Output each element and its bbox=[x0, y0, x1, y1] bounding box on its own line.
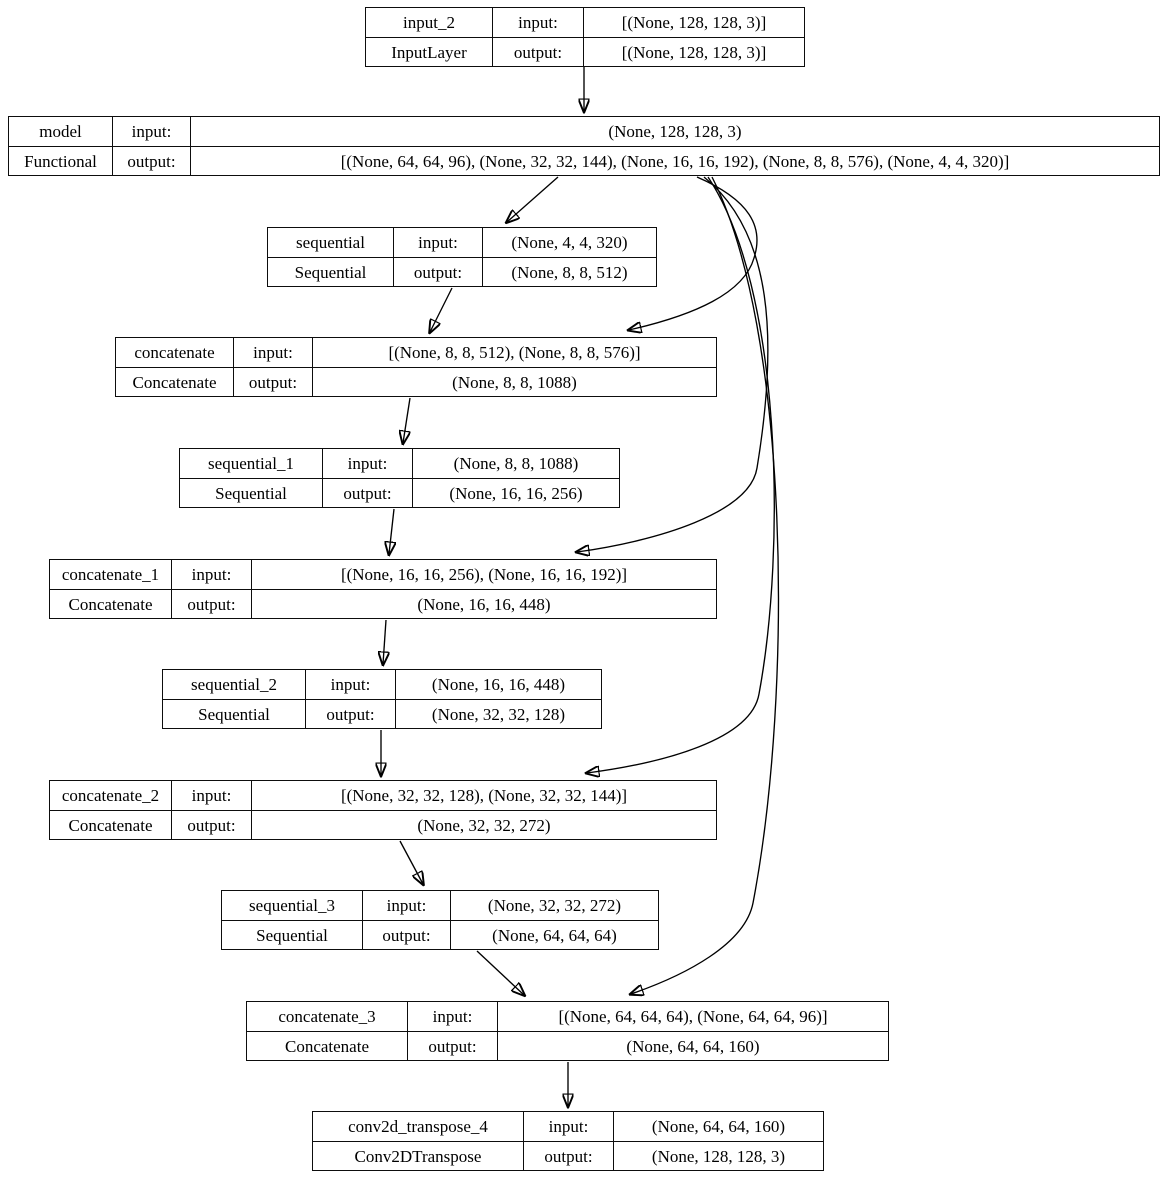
output-label: output: bbox=[234, 367, 313, 396]
input-label: input: bbox=[493, 8, 584, 37]
layer-name: sequential_2 bbox=[163, 670, 306, 699]
layer-class: Concatenate bbox=[116, 367, 234, 396]
input-shape: [(None, 32, 32, 128), (None, 32, 32, 144… bbox=[340, 786, 628, 805]
output-label: output: bbox=[363, 920, 451, 949]
layer-name: conv2d_transpose_4 bbox=[313, 1112, 524, 1141]
input-shape: (None, 4, 4, 320) bbox=[511, 233, 628, 252]
layer-name: input_2 bbox=[366, 8, 493, 37]
layer-name: concatenate_3 bbox=[247, 1002, 408, 1031]
input-label: input: bbox=[306, 670, 396, 699]
node-concatenate_1: concatenate_1 input: [(None, 16, 16, 256… bbox=[49, 559, 717, 619]
node-conv2d_transpose_4: conv2d_transpose_4 input: (None, 64, 64,… bbox=[312, 1111, 824, 1171]
layer-name: concatenate_1 bbox=[50, 560, 172, 589]
edge-model-to-sequential bbox=[507, 176, 559, 222]
output-shape: [(None, 64, 64, 96), (None, 32, 32, 144)… bbox=[191, 146, 1159, 175]
edge-sequential_3-to-concatenate_3 bbox=[476, 950, 524, 995]
output-shape: (None, 64, 64, 160) bbox=[498, 1031, 888, 1060]
input-label: input: bbox=[524, 1112, 614, 1141]
node-sequential: sequential input: (None, 4, 4, 320) Sequ… bbox=[267, 227, 657, 287]
node-sequential_2: sequential_2 input: (None, 16, 16, 448) … bbox=[162, 669, 602, 729]
output-shape: (None, 32, 32, 128) bbox=[396, 699, 601, 728]
output-shape: (None, 16, 16, 448) bbox=[252, 589, 716, 618]
output-label: output: bbox=[306, 699, 396, 728]
node-sequential_1: sequential_1 input: (None, 8, 8, 1088) S… bbox=[179, 448, 620, 508]
output-shape: (None, 8, 8, 1088) bbox=[313, 367, 716, 396]
output-label: output: bbox=[394, 257, 483, 286]
output-shape: (None, 8, 8, 512) bbox=[483, 257, 656, 286]
output-shape: (None, 16, 16, 256) bbox=[413, 478, 619, 507]
input-shape: [(None, 64, 64, 64), (None, 64, 64, 96)] bbox=[558, 1007, 828, 1026]
edge-sequential-to-concatenate bbox=[430, 287, 453, 332]
output-label: output: bbox=[408, 1031, 498, 1060]
layer-class: Concatenate bbox=[50, 589, 172, 618]
input-shape: [(None, 16, 16, 256), (None, 16, 16, 192… bbox=[340, 565, 628, 584]
input-shape: (None, 16, 16, 448) bbox=[431, 675, 566, 694]
output-shape: (None, 64, 64, 64) bbox=[451, 920, 658, 949]
input-label: input: bbox=[323, 449, 413, 478]
input-label: input: bbox=[113, 117, 191, 146]
layer-name: concatenate bbox=[116, 338, 234, 367]
node-sequential_3: sequential_3 input: (None, 32, 32, 272) … bbox=[221, 890, 659, 950]
layer-class: Concatenate bbox=[50, 810, 172, 839]
output-shape: (None, 32, 32, 272) bbox=[252, 810, 716, 839]
layer-name: concatenate_2 bbox=[50, 781, 172, 810]
input-label: input: bbox=[234, 338, 313, 367]
layer-class: Concatenate bbox=[247, 1031, 408, 1060]
input-shape: (None, 8, 8, 1088) bbox=[453, 454, 579, 473]
layer-name: model bbox=[9, 117, 113, 146]
edge-concatenate-to-sequential_1 bbox=[403, 397, 411, 443]
node-concatenate: concatenate input: [(None, 8, 8, 512), (… bbox=[115, 337, 717, 397]
input-label: input: bbox=[172, 781, 252, 810]
node-concatenate_2: concatenate_2 input: [(None, 32, 32, 128… bbox=[49, 780, 717, 840]
output-label: output: bbox=[172, 589, 252, 618]
layer-class: Sequential bbox=[163, 699, 306, 728]
input-shape: [(None, 128, 128, 3)] bbox=[621, 13, 767, 32]
input-label: input: bbox=[363, 891, 451, 920]
output-label: output: bbox=[524, 1141, 614, 1170]
layer-class: InputLayer bbox=[366, 37, 493, 66]
layer-name: sequential bbox=[268, 228, 394, 257]
input-label: input: bbox=[408, 1002, 498, 1031]
layer-name: sequential_3 bbox=[222, 891, 363, 920]
input-shape: (None, 128, 128, 3) bbox=[608, 122, 742, 141]
input-shape: (None, 32, 32, 272) bbox=[487, 896, 622, 915]
input-shape: (None, 64, 64, 160) bbox=[651, 1117, 786, 1136]
edge-sequential_1-to-concatenate_1 bbox=[389, 508, 394, 554]
input-label: input: bbox=[172, 560, 252, 589]
output-shape: [(None, 128, 128, 3)] bbox=[584, 37, 804, 66]
output-label: output: bbox=[113, 146, 191, 175]
output-label: output: bbox=[172, 810, 252, 839]
layer-class: Functional bbox=[9, 146, 113, 175]
layer-class: Sequential bbox=[222, 920, 363, 949]
output-label: output: bbox=[323, 478, 413, 507]
layer-name: sequential_1 bbox=[180, 449, 323, 478]
input-shape: [(None, 8, 8, 512), (None, 8, 8, 576)] bbox=[388, 343, 641, 362]
edge-concatenate_2-to-sequential_3 bbox=[399, 840, 423, 884]
output-shape: (None, 128, 128, 3) bbox=[614, 1141, 823, 1170]
layer-class: Sequential bbox=[268, 257, 394, 286]
node-concatenate_3: concatenate_3 input: [(None, 64, 64, 64)… bbox=[246, 1001, 889, 1061]
node-model: model input: (None, 128, 128, 3) Functio… bbox=[8, 116, 1160, 176]
output-label: output: bbox=[493, 37, 584, 66]
layer-class: Sequential bbox=[180, 478, 323, 507]
node-input_2: input_2 input: [(None, 128, 128, 3)] Inp… bbox=[365, 7, 805, 67]
input-label: input: bbox=[394, 228, 483, 257]
edge-concatenate_1-to-sequential_2 bbox=[383, 619, 386, 664]
layer-class: Conv2DTranspose bbox=[313, 1141, 524, 1170]
